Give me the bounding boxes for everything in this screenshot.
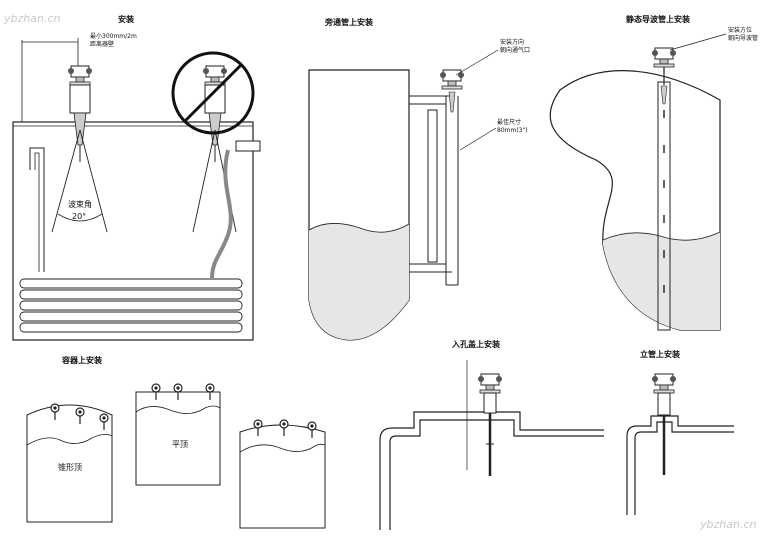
container-install-title: 容器上安装 [62, 356, 102, 365]
manhole-install-title: 入孔盖上安装 [452, 340, 500, 349]
beam-angle-value: 20° [72, 212, 87, 221]
bypass-note-1: 安装方向 [500, 39, 525, 46]
main-tank [12, 38, 261, 341]
stilling-note-2: 朝向导波管 [728, 35, 759, 42]
stilling-install-title: 静态导波管上安装 [626, 15, 690, 24]
min-distance-label-2: 距离器壁 [90, 41, 115, 48]
dome-top-label: 锥形顶 [58, 463, 82, 472]
beam-angle-label: 波束角 [68, 200, 92, 209]
stilling-note-1: 安装方位 [728, 27, 753, 34]
bypass-install-title: 旁通管上安装 [325, 18, 373, 27]
bypass-note-2: 朝向通气口 [500, 47, 531, 54]
optimal-size-value: 80mm(3") [497, 127, 528, 134]
optimal-size-label: 最佳尺寸 [497, 119, 522, 126]
flat-top-label: 平顶 [172, 440, 188, 449]
watermark-left: ybzhan.cn [4, 12, 61, 25]
install-title: 安装 [118, 15, 134, 24]
stilling-well-install [549, 33, 727, 331]
watermark-right: ybzhan.cn [700, 518, 757, 531]
min-distance-label: 最小300mm/2m [90, 33, 137, 40]
small-tanks [26, 383, 326, 529]
standpipe-install-title: 立管上安装 [640, 350, 680, 359]
bypass-install [308, 49, 499, 341]
manhole-install [379, 360, 604, 530]
standpipe-install [626, 373, 734, 515]
